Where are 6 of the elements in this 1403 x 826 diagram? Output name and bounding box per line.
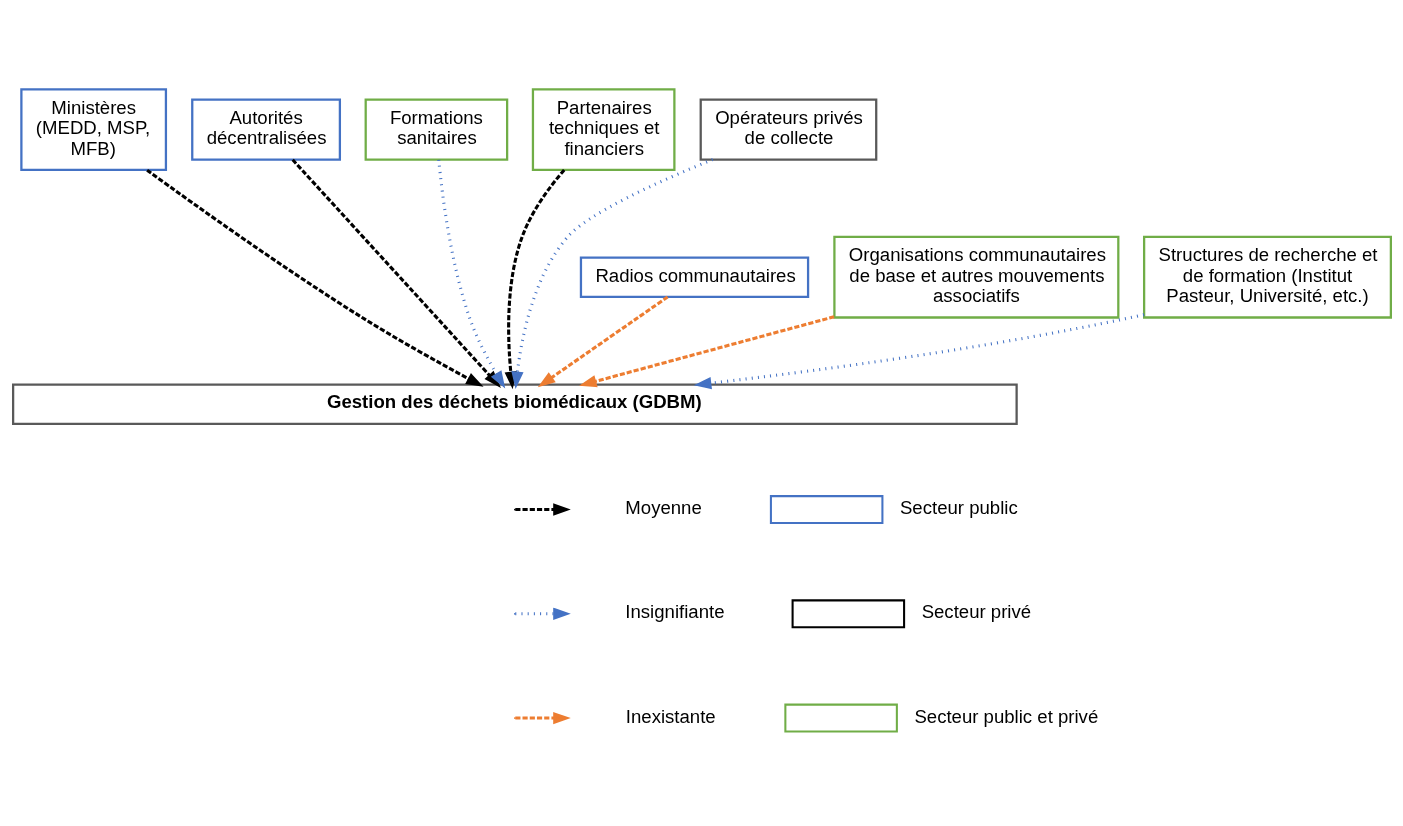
legend-label: Secteur public et privé bbox=[913, 705, 1098, 727]
legend-label: Moyenne bbox=[624, 497, 702, 519]
legend-label: Secteur privé bbox=[921, 601, 1031, 623]
legend-label: Inexistante bbox=[625, 705, 716, 727]
legend-label: Insignifiante bbox=[624, 601, 724, 623]
legend-label: Secteur public bbox=[899, 497, 1018, 519]
